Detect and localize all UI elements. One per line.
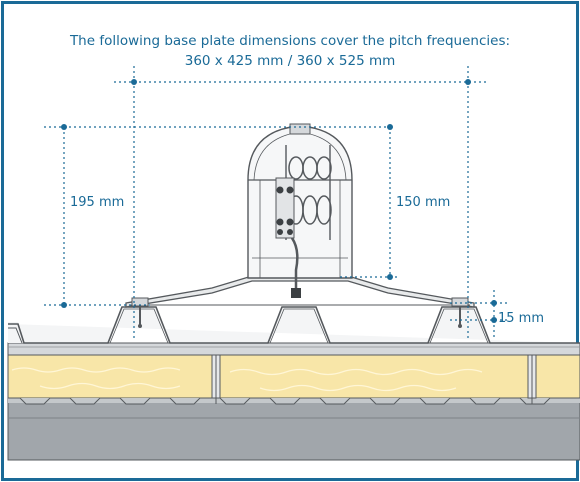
dimension-label-15: 15 mm — [498, 311, 545, 326]
title-line-2: 360 x 425 mm / 360 x 525 mm — [184, 53, 396, 69]
dimension-markers — [61, 79, 497, 323]
anchor-post — [247, 123, 353, 298]
deck-plate — [7, 342, 580, 356]
base-plate — [125, 275, 475, 328]
title-line-1: The following base plate dimensions cove… — [69, 33, 511, 49]
dimension-lines — [44, 66, 510, 340]
liner-sheet — [7, 397, 580, 461]
dimension-label-195: 195 mm — [70, 195, 125, 210]
insulation-layer — [7, 354, 580, 405]
dimension-label-150: 150 mm — [396, 195, 451, 210]
bolt-cluster — [275, 177, 295, 239]
